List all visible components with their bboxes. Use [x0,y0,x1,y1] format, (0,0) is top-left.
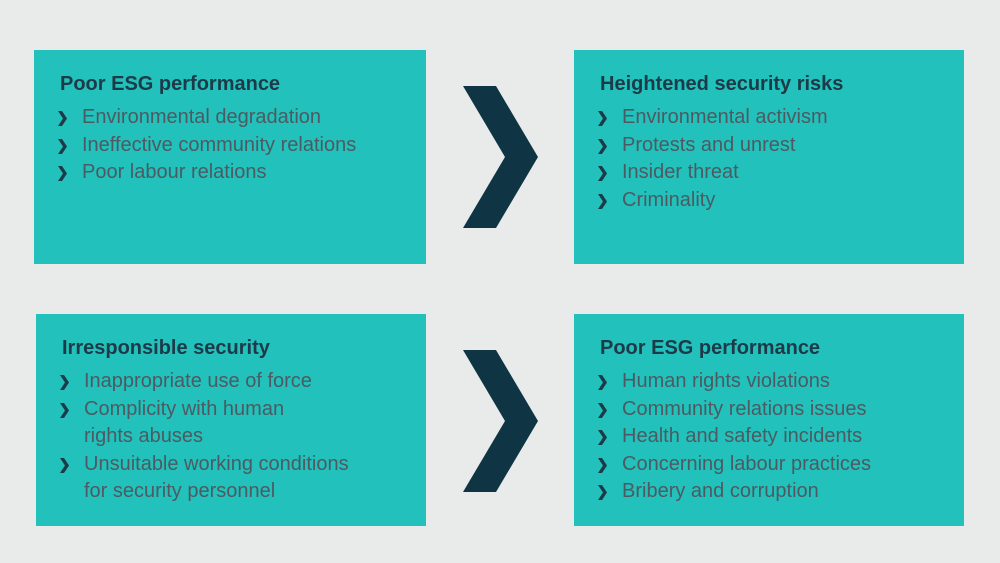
list-item: Environmental degradation [58,104,356,132]
list-item-text: Bribery and corruption [622,480,819,502]
list-item: Criminality [598,187,828,215]
chevron-right-icon [60,457,69,473]
list-item: Poor labour relations [58,159,356,187]
list-item: Protests and unrest [598,132,828,160]
chevron-right-icon [60,402,69,418]
list-item-text: Community relations issues [622,397,867,420]
list-item: Health and safety incidents [598,423,871,451]
list-item: Insider threat [598,159,828,187]
box-irresponsible-security: Irresponsible security Inappropriate use… [36,314,426,526]
list-item: Community relations issues [598,396,871,424]
list-item: Human rights violations [598,368,871,396]
box-title: Poor ESG performance [600,337,821,359]
list-item-text: Ineffective community relations [82,133,357,156]
list-item-text: Protests and unrest [622,133,796,156]
list-item: Environmental activism [598,104,828,132]
box-title: Irresponsible security [62,337,270,359]
box-heightened-security-risks: Heightened security risks Environmental … [574,50,964,264]
chevron-right-icon [60,375,69,390]
chevron-right-icon [58,111,67,126]
list-item: Unsuitable working conditions for securi… [60,451,349,506]
item-list: Human rights violations Community relati… [598,368,871,506]
box-poor-esg-performance-cause: Poor ESG performance Environmental degra… [34,50,426,264]
chevron-right-icon [598,485,607,500]
chevron-right-icon [598,457,607,473]
list-item: Inappropriate use of force [60,368,349,396]
list-item-text: Unsuitable working conditions [84,452,349,475]
chevron-right-icon [598,375,607,390]
list-item: Ineffective community relations [58,132,356,160]
chevron-right-icon [598,111,607,126]
box-title: Poor ESG performance [60,73,281,95]
box-poor-esg-performance-effect: Poor ESG performance Human rights violat… [574,314,964,526]
list-item-text: Complicity with human [84,397,285,420]
list-item-text: Concerning labour practices [622,452,872,475]
list-item-text: Environmental activism [622,106,828,128]
list-item-text: Inappropriate use of force [84,370,312,392]
list-item: Concerning labour practices [598,451,871,479]
list-item-text: Human rights violations [622,370,830,392]
list-item-text-continued: for security personnel [84,480,276,502]
item-list: Environmental degradation Ineffective co… [58,104,356,187]
list-item-text: Criminality [622,188,716,211]
list-item-text-continued: rights abuses [84,425,203,447]
chevron-arrow-icon [463,86,538,228]
box-title: Heightened security risks [600,73,844,95]
chevron-arrow-icon [463,350,538,492]
chevron-right-icon [58,166,67,181]
list-item-text: Insider threat [622,161,739,183]
item-list: Inappropriate use of force Complicity wi… [60,368,349,506]
item-list: Environmental activism Protests and unre… [598,104,828,214]
chevron-right-icon [598,166,607,181]
chevron-right-icon [598,193,607,209]
list-item-text: Poor labour relations [82,161,267,183]
list-item: Complicity with human rights abuses [60,396,349,451]
chevron-right-icon [598,138,607,154]
list-item-text: Environmental degradation [82,106,322,128]
list-item-text: Health and safety incidents [622,425,863,447]
chevron-right-icon [58,138,67,154]
chevron-right-icon [598,430,607,445]
list-item: Bribery and corruption [598,478,871,506]
chevron-right-icon [598,402,607,418]
